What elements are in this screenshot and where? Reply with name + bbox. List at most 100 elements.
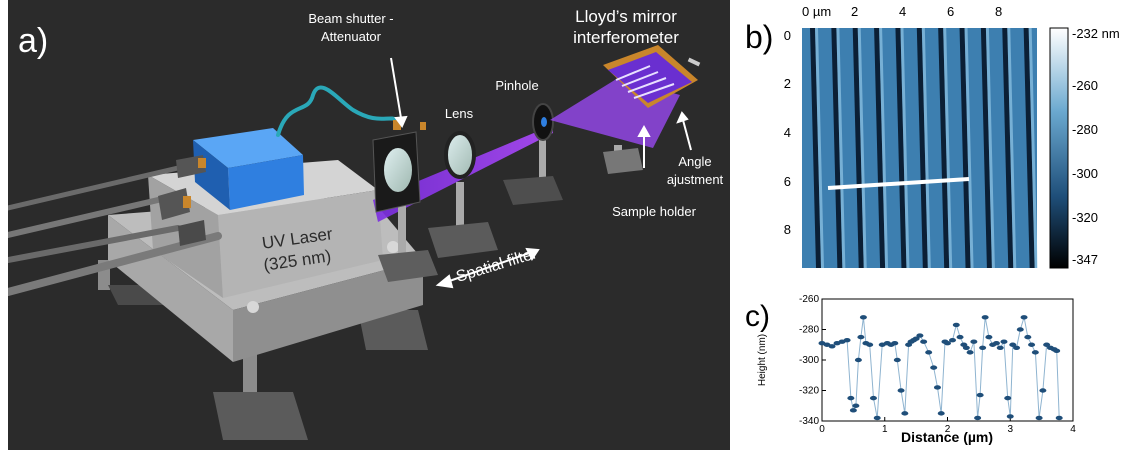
afm-y-tick: 6 (784, 174, 791, 189)
colorbar-tick: -320 (1072, 210, 1098, 225)
colorbar-ticks: -232 nm -260 -280 -300 -320 -347 (1072, 26, 1120, 267)
afm-svg: b) 0 µm 2 4 6 8 0 2 4 6 8 -232 nm -260 -… (745, 4, 1120, 269)
data-point (869, 395, 877, 401)
data-point (901, 411, 909, 416)
data-point (866, 342, 874, 347)
data-point (1013, 345, 1021, 350)
callout-arrows (390, 57, 692, 289)
data-point (1039, 388, 1047, 393)
data-point (912, 336, 920, 341)
profile-line (827, 177, 970, 190)
angle-label-2: ajustment (667, 172, 724, 187)
y-tick-label: -320 (799, 386, 819, 397)
data-point (981, 315, 989, 320)
afm-groove (874, 28, 886, 268)
afm-ridge (900, 28, 910, 268)
data-point (916, 333, 924, 338)
sample-holder-label: Sample holder (612, 204, 696, 219)
y-tick-label: -280 (799, 325, 819, 336)
panel-a-label: a) (18, 22, 48, 60)
data-point (952, 322, 960, 328)
data-point (893, 357, 901, 363)
data-point (1006, 414, 1014, 419)
lens (444, 131, 476, 179)
data-point (857, 334, 865, 340)
afm-groove (810, 28, 821, 268)
afm-image-panel: b) 0 µm 2 4 6 8 0 2 4 6 8 -232 nm -260 -… (735, 0, 1148, 290)
afm-x-tick: 4 (899, 4, 906, 19)
data-point (1000, 339, 1008, 344)
setup-illustration: a) Beam shutter - Attenuator Lloyd’s mir… (4, 0, 730, 450)
afm-ridge (985, 28, 995, 268)
data-point (1004, 395, 1012, 401)
x-tick-label: 0 (819, 424, 825, 435)
afm-groove (916, 28, 928, 268)
data-point (920, 339, 928, 344)
data-point (849, 408, 857, 413)
data-point (966, 350, 974, 355)
x-tick-label: 1 (882, 424, 888, 435)
data-point (873, 415, 881, 421)
data-point (949, 337, 957, 343)
optic-posts (378, 140, 643, 282)
pinhole (532, 103, 554, 141)
lloyds-mirror (603, 45, 701, 108)
data-point (976, 392, 984, 398)
y-axis-label: Height (nm) (757, 334, 768, 386)
afm-groove (1002, 28, 1014, 268)
colorbar-tick: -280 (1072, 122, 1098, 137)
afm-x-ticks: 0 µm 2 4 6 8 (802, 4, 1002, 19)
afm-stripes (810, 28, 1038, 268)
afm-ridge (1028, 28, 1038, 268)
afm-groove (980, 28, 992, 268)
data-point (854, 357, 862, 363)
afm-x-tick: 6 (947, 4, 954, 19)
x-tick-label: 2 (945, 424, 951, 435)
afm-y-tick: 4 (784, 125, 791, 140)
afm-x-tick: 2 (851, 4, 858, 19)
afm-groove (1023, 28, 1035, 268)
afm-image (802, 28, 1038, 268)
data-point (897, 388, 905, 393)
series-points (818, 315, 1063, 421)
data-point (1055, 415, 1063, 421)
data-point (1043, 342, 1051, 347)
data-point (937, 411, 945, 416)
data-point (933, 385, 941, 390)
data-point (996, 345, 1004, 350)
cable-connectors (158, 155, 206, 246)
data-point (956, 334, 964, 340)
x-tick-label: 3 (1007, 424, 1013, 435)
data-point (944, 341, 951, 346)
data-point (925, 350, 933, 355)
data-point (1016, 327, 1024, 332)
pinhole-label: Pinhole (495, 78, 538, 93)
colorbar-tick: -347 (1072, 252, 1098, 267)
y-tick-label: -260 (799, 294, 819, 305)
lloyds-mirror-label-1: Lloyd’s mirror (575, 7, 677, 26)
data-point (1028, 342, 1036, 347)
afm-groove (938, 28, 950, 268)
afm-y-tick: 2 (784, 76, 791, 91)
colorbar (1049, 27, 1069, 269)
data-point (1020, 315, 1028, 320)
data-point (930, 365, 938, 370)
data-point (828, 344, 836, 349)
afm-ridge (879, 28, 889, 268)
y-tick-label: -300 (799, 355, 819, 366)
data-point (847, 395, 855, 401)
angle-label-1: Angle (678, 154, 711, 169)
afm-ridge (1007, 28, 1017, 268)
afm-groove (895, 28, 907, 268)
data-point (962, 345, 970, 350)
colorbar-tick: -232 nm (1072, 26, 1120, 41)
data-point (852, 403, 860, 408)
panel-c-label: c) (745, 300, 770, 333)
data-point (1009, 342, 1017, 347)
panel-b-label: b) (745, 19, 773, 55)
data-point (974, 415, 982, 421)
data-point (970, 339, 978, 344)
